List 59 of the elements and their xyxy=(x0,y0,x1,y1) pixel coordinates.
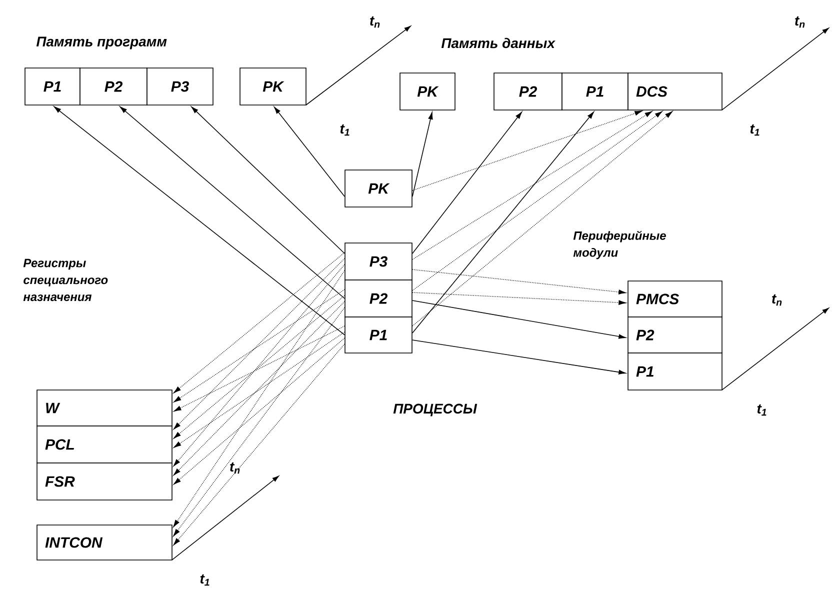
arrow xyxy=(412,269,626,294)
memory-cell: P3 xyxy=(146,68,214,106)
memory-cell: P1 xyxy=(24,68,80,106)
memory-cell: P2 xyxy=(494,72,562,110)
process-cell: P2 xyxy=(344,280,412,318)
axis-label: t$_{n}$ xyxy=(795,16,805,28)
arrow xyxy=(173,301,345,476)
arrow xyxy=(412,112,433,197)
arrow xyxy=(412,110,642,191)
section-title: Память программ xyxy=(36,36,167,50)
arrow xyxy=(173,258,345,430)
axis-label: t$_{1}$ xyxy=(200,574,210,586)
axis-label: t$_{n}$ xyxy=(230,462,240,474)
section-title: ПРОЦЕССЫ xyxy=(393,404,478,416)
register-cell: W xyxy=(36,390,172,426)
process-cell: PK xyxy=(344,170,412,208)
arrow xyxy=(412,340,626,374)
process-cell: P3 xyxy=(344,242,412,280)
memory-cell: P2 xyxy=(80,68,148,106)
arrow xyxy=(174,289,345,402)
arrow xyxy=(412,111,672,326)
axis-label: t$_{1}$ xyxy=(757,404,766,416)
arrow xyxy=(120,106,345,299)
arrow xyxy=(412,111,652,260)
axis-label: t$_{n}$ xyxy=(772,294,782,306)
memory-cell: P1 xyxy=(562,72,628,110)
arrow xyxy=(412,292,626,305)
arrow xyxy=(412,300,626,339)
arrow xyxy=(174,295,345,439)
register-cell: PCL xyxy=(36,426,172,464)
arrow xyxy=(412,111,662,291)
axis-label: t$_{1}$ xyxy=(340,124,350,136)
module-cell: PMCS xyxy=(628,280,722,318)
arrow xyxy=(173,264,345,466)
axis-label: t$_{1}$ xyxy=(750,124,760,136)
arrow xyxy=(174,326,345,412)
arrow xyxy=(412,112,522,254)
module-cell: P1 xyxy=(628,352,722,390)
arrow xyxy=(191,106,345,254)
process-cell: P1 xyxy=(344,316,412,354)
section-title: Память данных xyxy=(441,38,556,48)
module-cell: P2 xyxy=(628,316,722,354)
section-title: Периферийные модули xyxy=(573,230,666,260)
register-cell: INTCON xyxy=(36,524,172,560)
arrow xyxy=(174,252,345,394)
arrow xyxy=(173,307,345,536)
arrow xyxy=(173,344,345,546)
axis-label: t$_{n}$ xyxy=(370,16,380,28)
arrow xyxy=(412,112,594,334)
arrow xyxy=(174,338,345,485)
arrow xyxy=(174,332,345,448)
memory-cell: DCS xyxy=(628,72,722,110)
memory-cell: PK xyxy=(240,68,306,106)
arrow xyxy=(54,106,345,336)
memory-cell: PK xyxy=(400,72,456,110)
arrow xyxy=(274,106,345,197)
register-cell: FSR xyxy=(36,462,172,500)
section-title: Регистры специального назначения xyxy=(23,258,108,302)
arrow xyxy=(173,270,345,528)
